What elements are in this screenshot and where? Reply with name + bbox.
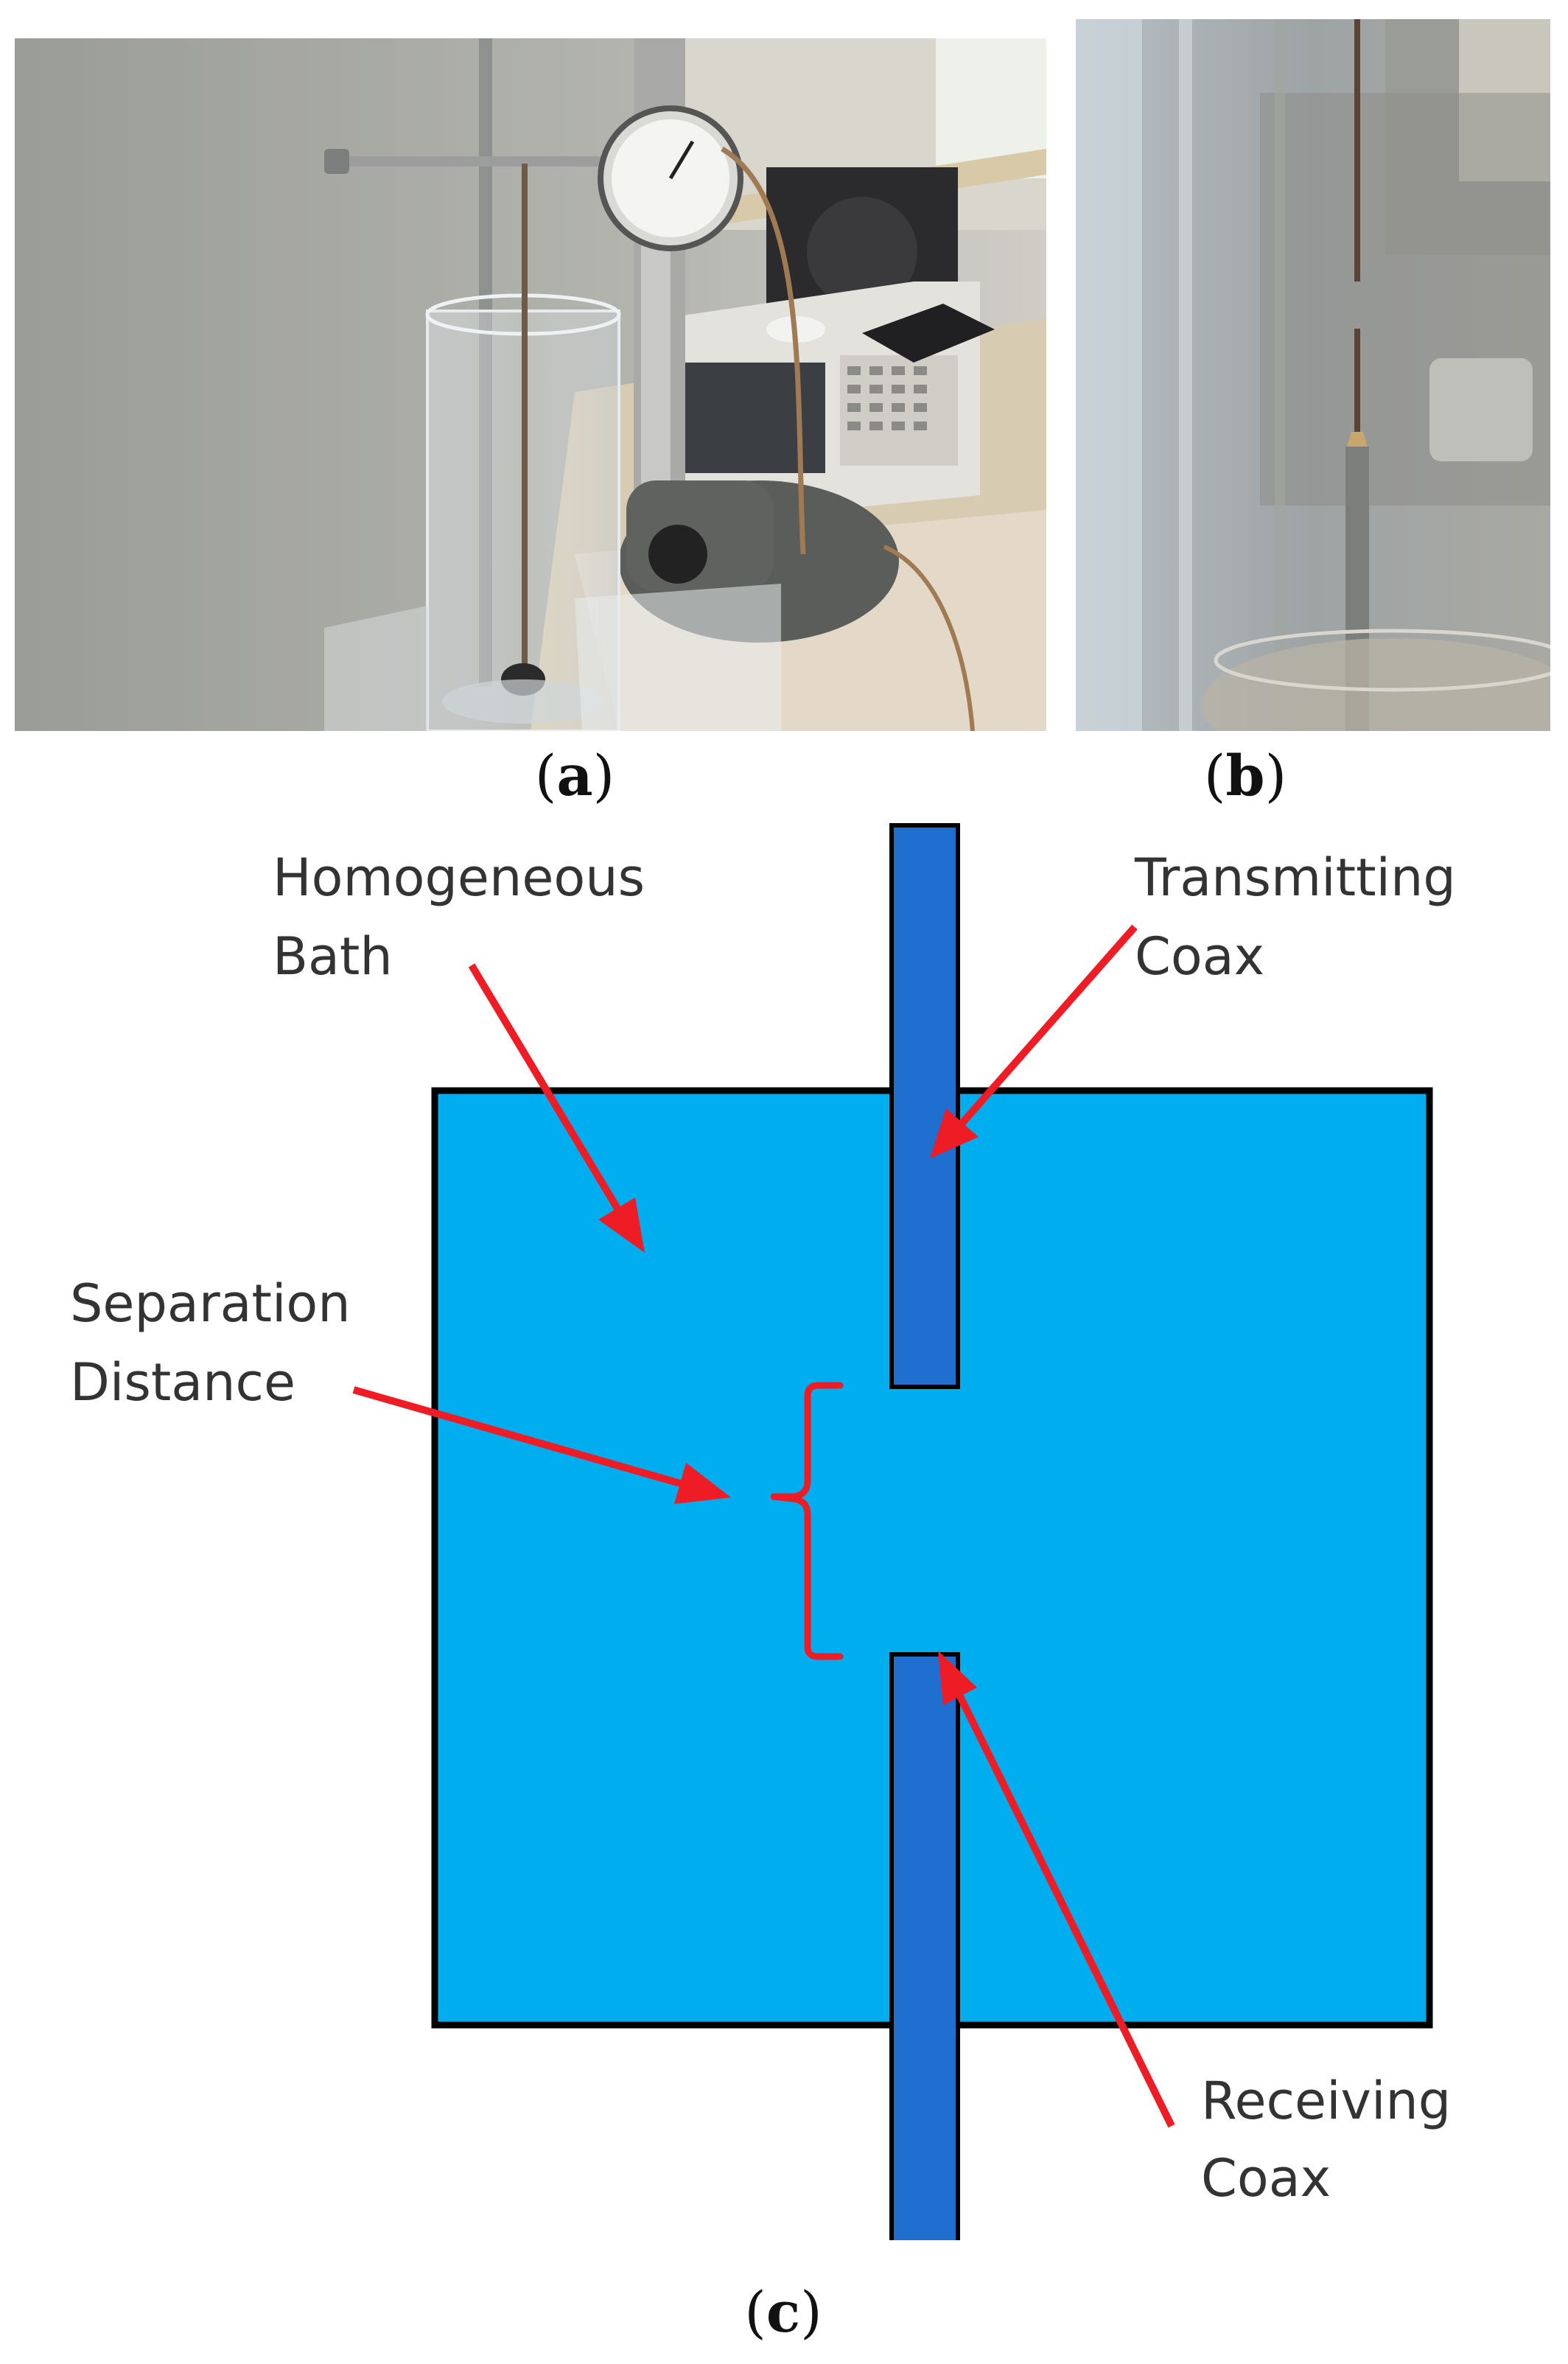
arrow-transmitting	[930, 924, 1138, 1158]
caption-b-letter: b	[1225, 743, 1265, 808]
arrows	[352, 924, 1175, 2128]
label-transmit-line1: Transmitting	[1134, 847, 1456, 908]
label-transmit-line2: Coax	[1135, 926, 1264, 987]
label-bath-line2: Bath	[273, 926, 393, 987]
label-separation-line2: Distance	[70, 1352, 295, 1413]
label-bath-line1: Homogeneous	[273, 847, 645, 908]
photo-setup-illustration	[15, 38, 1046, 731]
label-separation-line1: Separation	[70, 1273, 351, 1334]
caption-a-letter: a	[556, 743, 593, 808]
photo-coax-closeup-illustration	[1076, 19, 1550, 731]
caption-b-close: )	[1264, 743, 1287, 808]
caption-a-close: )	[592, 743, 615, 808]
arrow-bath	[468, 963, 645, 1253]
label-receive-line2: Coax	[1201, 2148, 1331, 2209]
caption-b: (b)	[1135, 748, 1356, 804]
caption-c-letter: c	[766, 2279, 801, 2345]
photo-coax-closeup	[1076, 19, 1550, 731]
caption-a: (a)	[464, 748, 685, 804]
caption-b-open: (	[1203, 743, 1226, 808]
caption-a-open: (	[534, 743, 557, 808]
arrow-receiving	[938, 1651, 1175, 2128]
receiving-coax	[889, 1652, 960, 2240]
transmitting-coax	[889, 823, 960, 1389]
caption-c: (c)	[673, 2284, 894, 2340]
arrow-separation	[352, 1386, 731, 1504]
caption-c-open: (	[744, 2279, 766, 2345]
photo-setup	[15, 38, 1046, 731]
caption-c-close: )	[800, 2279, 822, 2345]
coax-diagram: Homogeneous Bath Transmitting Coax Separ…	[70, 823, 1456, 2240]
separation-bracket	[770, 1382, 844, 1660]
label-receive-line1: Receiving	[1201, 2071, 1451, 2131]
